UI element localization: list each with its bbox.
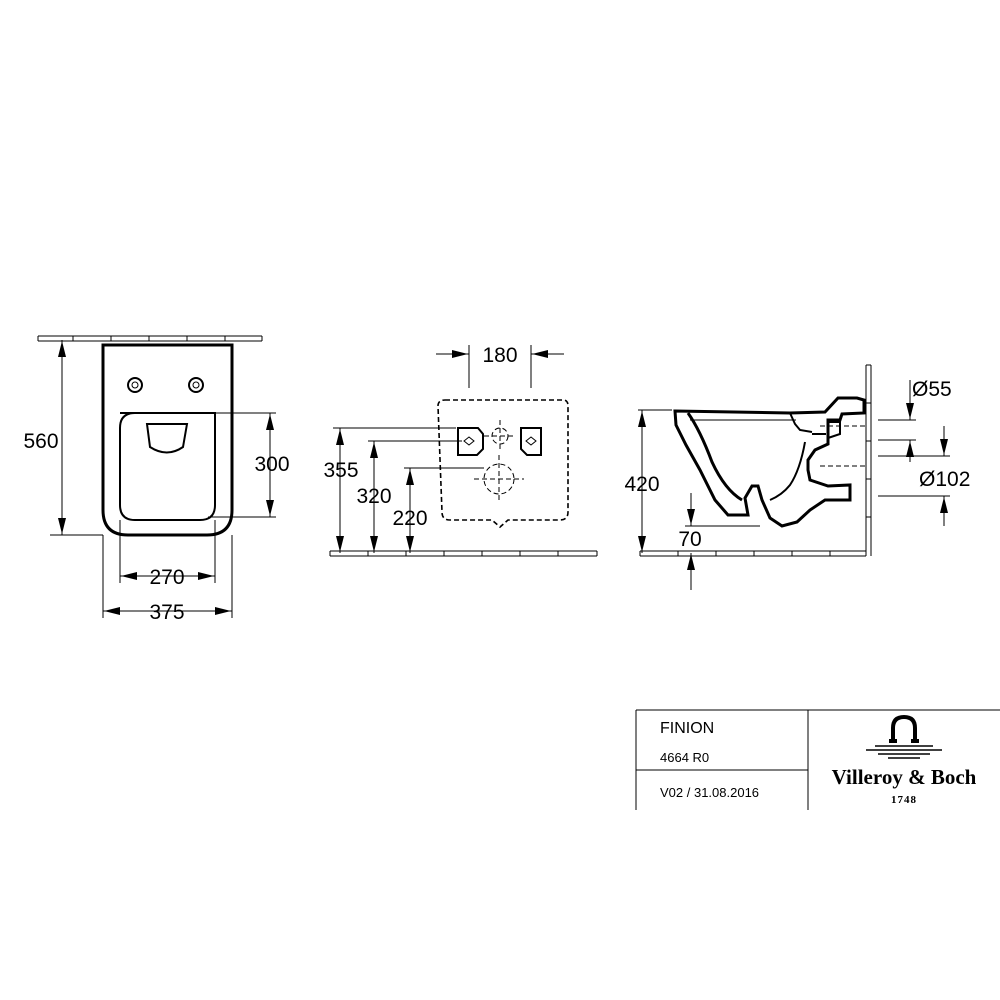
dim-355: 355 — [323, 459, 358, 482]
front-flush-opening — [145, 423, 189, 454]
dim-270: 270 — [149, 566, 184, 589]
title-block: FINION 4664 R0 V02 / 31.08.2016 Villeroy… — [635, 709, 1000, 810]
dim-diameter-55: Ø55 — [912, 378, 952, 401]
rear-view: 180 355 320 220 — [323, 344, 598, 557]
rear-outlet — [474, 455, 524, 503]
side-bowl-outline — [673, 396, 866, 528]
front-view: 560 300 270 375 — [23, 335, 290, 624]
front-bowl-outline — [101, 343, 234, 537]
dim-diameter-102: Ø102 — [919, 468, 970, 491]
side-bowl-inner — [686, 412, 743, 502]
product-name: FINION — [660, 720, 714, 737]
dim-560: 560 — [23, 430, 58, 453]
wall-hatch-side — [865, 364, 872, 556]
brand-name: Villeroy & Boch — [832, 765, 977, 789]
article-number: 4664 R0 — [660, 750, 709, 765]
fountain-icon — [866, 714, 942, 759]
dim-220: 220 — [392, 507, 427, 530]
version-date: V02 / 31.08.2016 — [660, 785, 759, 800]
wall-hatch-front — [37, 335, 263, 342]
floor-hatch-rear — [329, 550, 598, 557]
front-bolt-holes — [127, 377, 204, 393]
dim-320: 320 — [356, 485, 391, 508]
floor-hatch-side — [639, 550, 866, 557]
dim-375: 375 — [149, 601, 184, 624]
dim-70: 70 — [678, 528, 701, 551]
rear-bolt-bracket-right — [520, 427, 542, 456]
villeroy-boch-logo: Villeroy & Boch 1748 — [832, 714, 977, 806]
dim-300: 300 — [254, 453, 289, 476]
rear-inlet — [484, 420, 516, 452]
front-bowl-rim — [119, 412, 216, 521]
rear-outline — [437, 399, 569, 529]
dim-180: 180 — [482, 344, 517, 367]
brand-year: 1748 — [891, 794, 917, 806]
rear-bolt-bracket-left — [457, 427, 484, 456]
side-view: 420 70 Ø55 Ø102 — [624, 364, 970, 590]
dim-420: 420 — [624, 473, 659, 496]
